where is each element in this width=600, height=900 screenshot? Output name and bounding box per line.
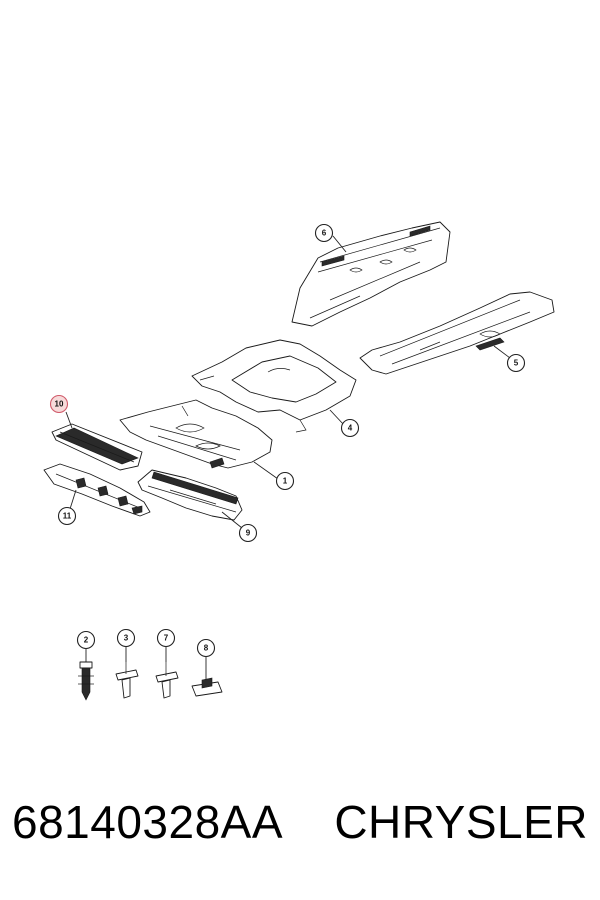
callout-4-label: 4 xyxy=(348,424,353,433)
part-4-shield xyxy=(191,339,357,433)
part-6-shield xyxy=(291,221,451,327)
callout-4: 4 xyxy=(340,418,360,438)
callout-2-label: 2 xyxy=(84,636,89,645)
callout-5: 5 xyxy=(506,353,526,373)
fastener-7-bolt xyxy=(155,662,179,699)
callout-9-label: 9 xyxy=(246,529,251,538)
callout-3: 3 xyxy=(116,628,136,648)
callout-5-label: 5 xyxy=(514,359,519,368)
callout-10-label: 10 xyxy=(55,400,64,409)
callout-11-label: 11 xyxy=(63,512,72,521)
callout-6: 6 xyxy=(314,223,334,243)
callout-8-label: 8 xyxy=(204,644,209,653)
fastener-3-screw xyxy=(115,662,139,699)
part-number: 68140328AA xyxy=(12,796,284,848)
callout-8: 8 xyxy=(196,638,216,658)
leader-lines xyxy=(65,235,511,680)
callout-1-label: 1 xyxy=(283,477,288,486)
callout-6-label: 6 xyxy=(322,229,327,238)
callout-11: 11 xyxy=(57,506,77,526)
callout-10-highlighted: 10 xyxy=(49,394,69,414)
part-9-skid-plate xyxy=(137,469,243,521)
callout-2: 2 xyxy=(76,630,96,650)
fastener-2-push-pin xyxy=(78,661,94,701)
part-1-skid-plate xyxy=(119,399,273,469)
part-10-strip xyxy=(51,423,143,471)
callout-1: 1 xyxy=(275,471,295,491)
brand-name: CHRYSLER xyxy=(334,796,588,848)
callout-3-label: 3 xyxy=(124,634,129,643)
part-11-strip xyxy=(43,463,151,517)
callout-9: 9 xyxy=(238,523,258,543)
footer: 68140328AA CHRYSLER xyxy=(0,795,600,865)
part-5-shield xyxy=(359,291,555,375)
callout-7-label: 7 xyxy=(164,634,169,643)
fastener-8-nut xyxy=(191,677,223,697)
callout-7: 7 xyxy=(156,628,176,648)
